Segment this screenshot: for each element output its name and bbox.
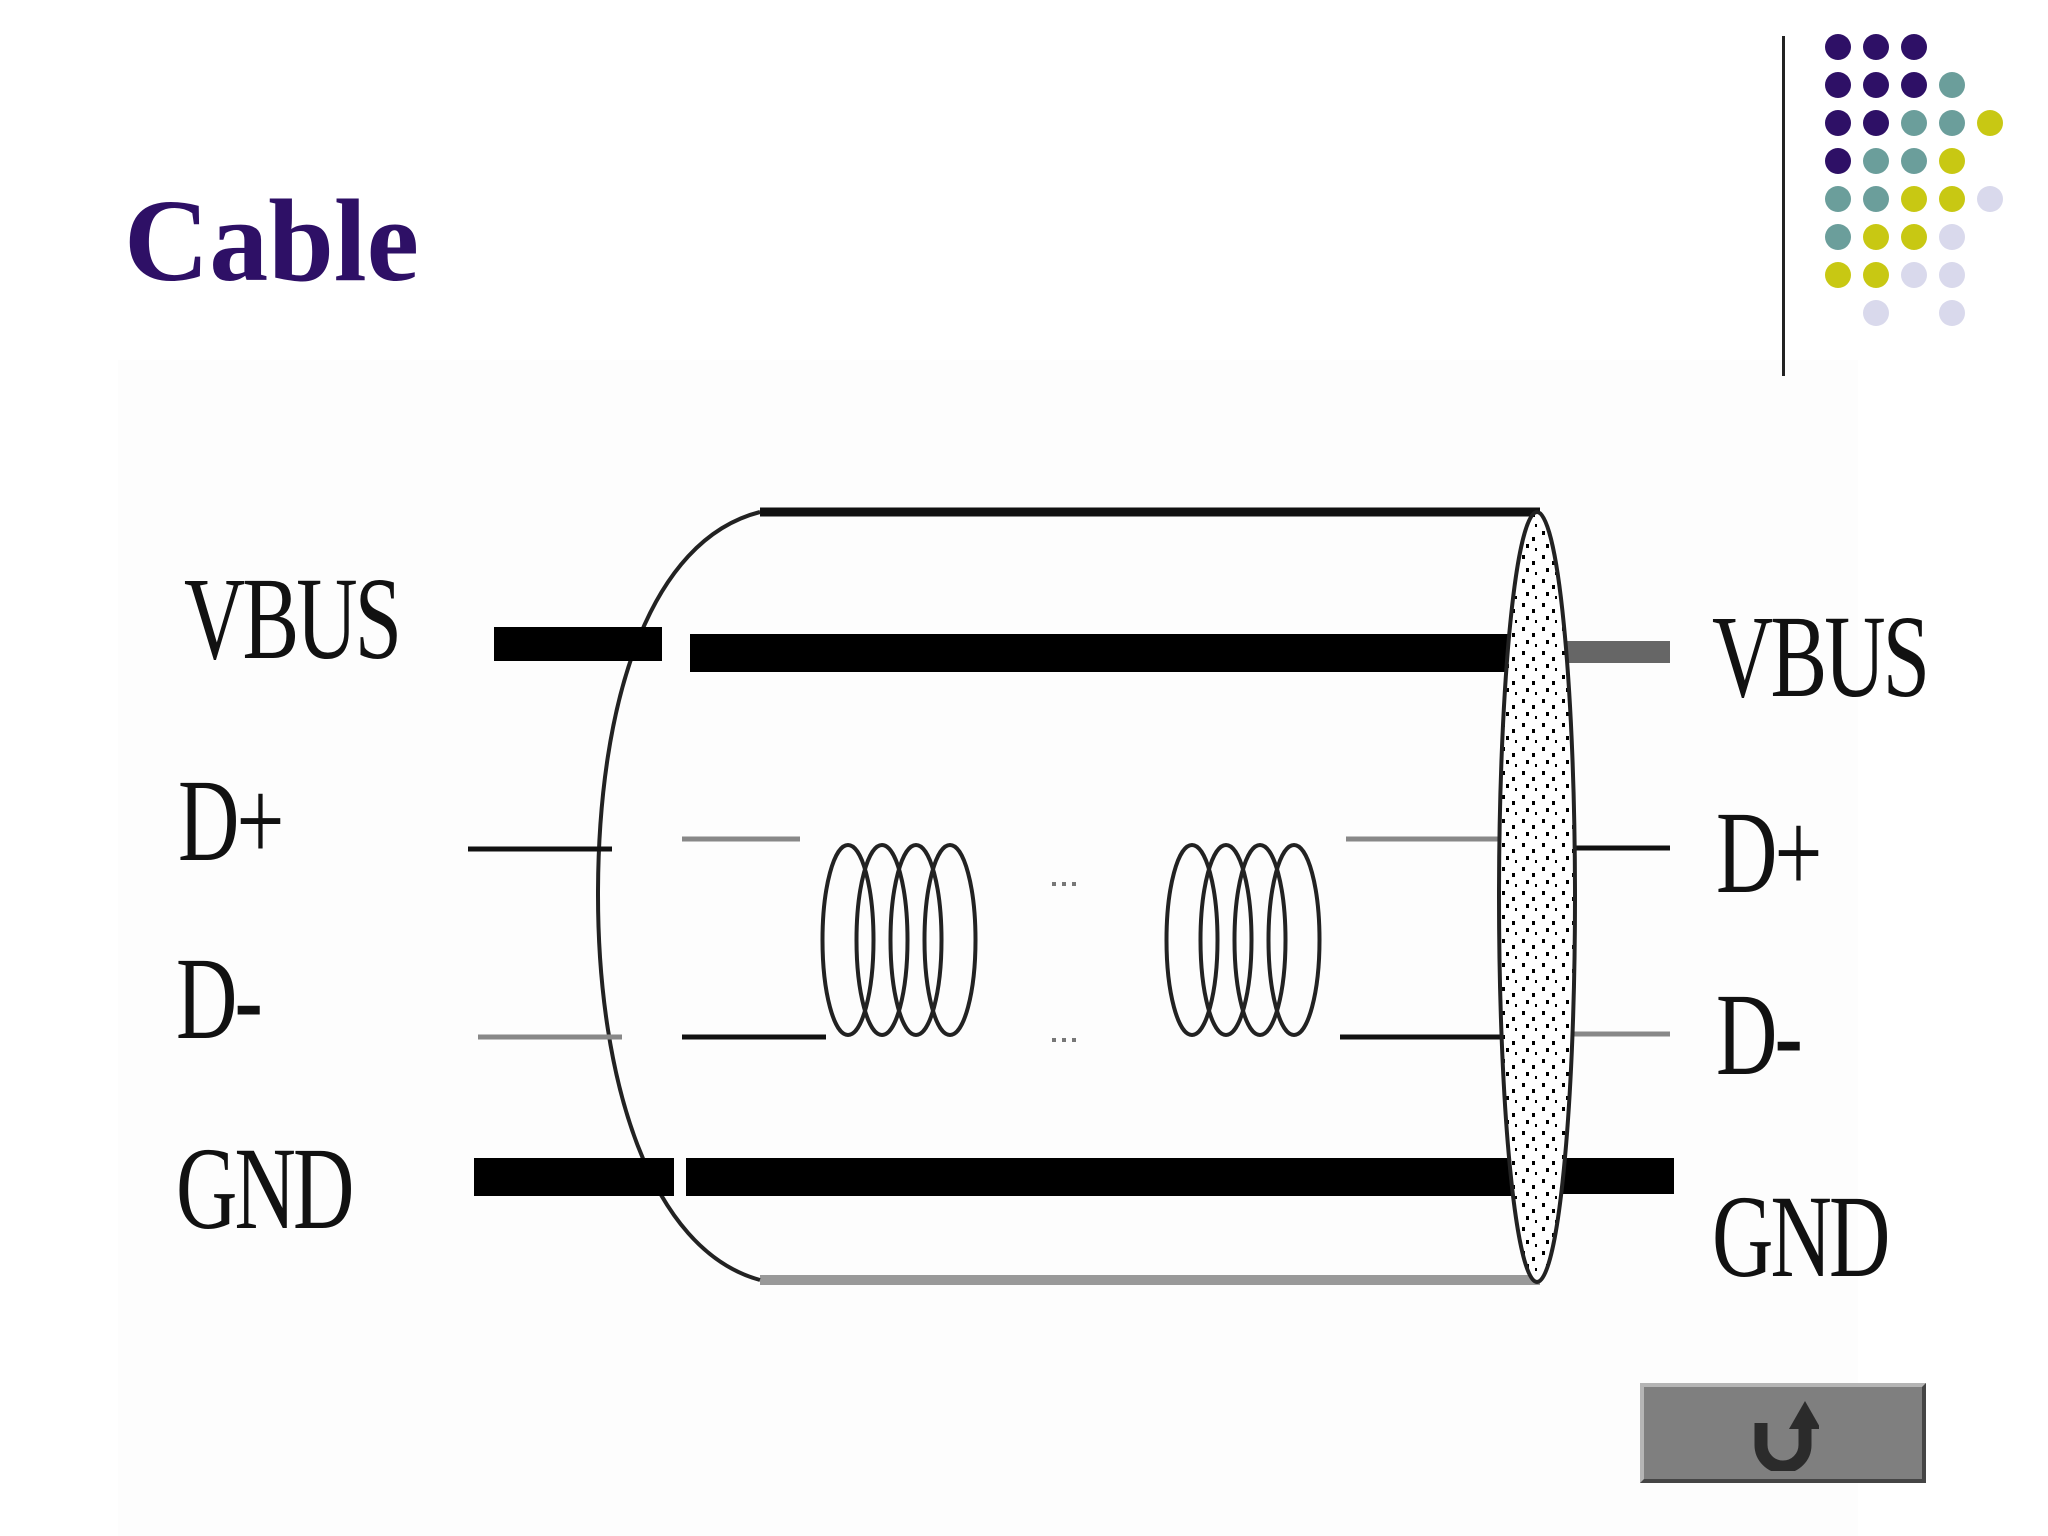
decorative-dot bbox=[1825, 110, 1851, 136]
decorative-dot bbox=[1825, 72, 1851, 98]
decorative-dot bbox=[1901, 224, 1927, 250]
twist-loop bbox=[1232, 843, 1288, 1037]
left-label-vbus: VBUS bbox=[184, 553, 402, 684]
twist-loop bbox=[888, 843, 944, 1037]
decorative-dot bbox=[1863, 72, 1889, 98]
decorative-dot bbox=[1825, 186, 1851, 212]
right-label-gnd: GND bbox=[1712, 1171, 1890, 1302]
twist-loop bbox=[922, 843, 978, 1037]
decorative-dot bbox=[1939, 300, 1965, 326]
decorative-dot bbox=[1863, 110, 1889, 136]
cable-end-shield bbox=[1497, 510, 1577, 1284]
return-arrow-icon bbox=[1754, 1401, 1819, 1471]
decorative-dot bbox=[1939, 186, 1965, 212]
decorative-dot bbox=[1863, 224, 1889, 250]
wire-dplus bbox=[468, 836, 1670, 852]
decorative-dot bbox=[1825, 262, 1851, 288]
decorative-dot-grid bbox=[1825, 34, 2003, 326]
decorative-dot bbox=[1863, 186, 1889, 212]
decorative-dot bbox=[1901, 262, 1927, 288]
left-label-dplus: D+ bbox=[178, 755, 284, 886]
twist-loop bbox=[1266, 843, 1322, 1037]
right-label-dplus: D+ bbox=[1716, 787, 1822, 918]
twisted-pair-gap bbox=[1052, 882, 1076, 1042]
slide-title: Cable bbox=[124, 175, 419, 306]
decorative-dot bbox=[1939, 110, 1965, 136]
decorative-dot bbox=[1863, 262, 1889, 288]
decorative-dot bbox=[1939, 148, 1965, 174]
wire-dminus bbox=[478, 1031, 1670, 1040]
decorative-dot bbox=[1977, 186, 2003, 212]
decorative-dot bbox=[1901, 72, 1927, 98]
wire-gnd bbox=[474, 1158, 1674, 1196]
left-label-gnd: GND bbox=[176, 1123, 354, 1254]
decorative-dot bbox=[1863, 34, 1889, 60]
decorative-dot bbox=[1939, 224, 1965, 250]
twist-loop bbox=[854, 843, 910, 1037]
decorative-dot bbox=[1939, 72, 1965, 98]
decorative-dot bbox=[1863, 148, 1889, 174]
return-button[interactable] bbox=[1640, 1383, 1926, 1483]
decorative-dot bbox=[1901, 34, 1927, 60]
decorative-dot bbox=[1939, 262, 1965, 288]
decorative-dot bbox=[1863, 300, 1889, 326]
left-label-dminus: D- bbox=[176, 933, 263, 1064]
decorative-dot bbox=[1977, 110, 2003, 136]
decorative-dot bbox=[1901, 186, 1927, 212]
twist-loop bbox=[820, 843, 876, 1037]
decorative-dot bbox=[1901, 110, 1927, 136]
decorative-dot bbox=[1825, 224, 1851, 250]
cable-jacket bbox=[595, 507, 1540, 1285]
twist-loop bbox=[1164, 843, 1220, 1037]
right-label-vbus: VBUS bbox=[1712, 591, 1930, 722]
twisted-pair-right bbox=[1164, 843, 1322, 1037]
decorative-dot bbox=[1825, 34, 1851, 60]
twist-loop bbox=[1198, 843, 1254, 1037]
wire-vbus bbox=[494, 627, 1670, 672]
decorative-dot bbox=[1825, 148, 1851, 174]
right-label-dminus: D- bbox=[1716, 969, 1803, 1100]
decorative-dot bbox=[1901, 148, 1927, 174]
twisted-pair-left bbox=[820, 843, 978, 1037]
header-divider bbox=[1782, 36, 1785, 376]
